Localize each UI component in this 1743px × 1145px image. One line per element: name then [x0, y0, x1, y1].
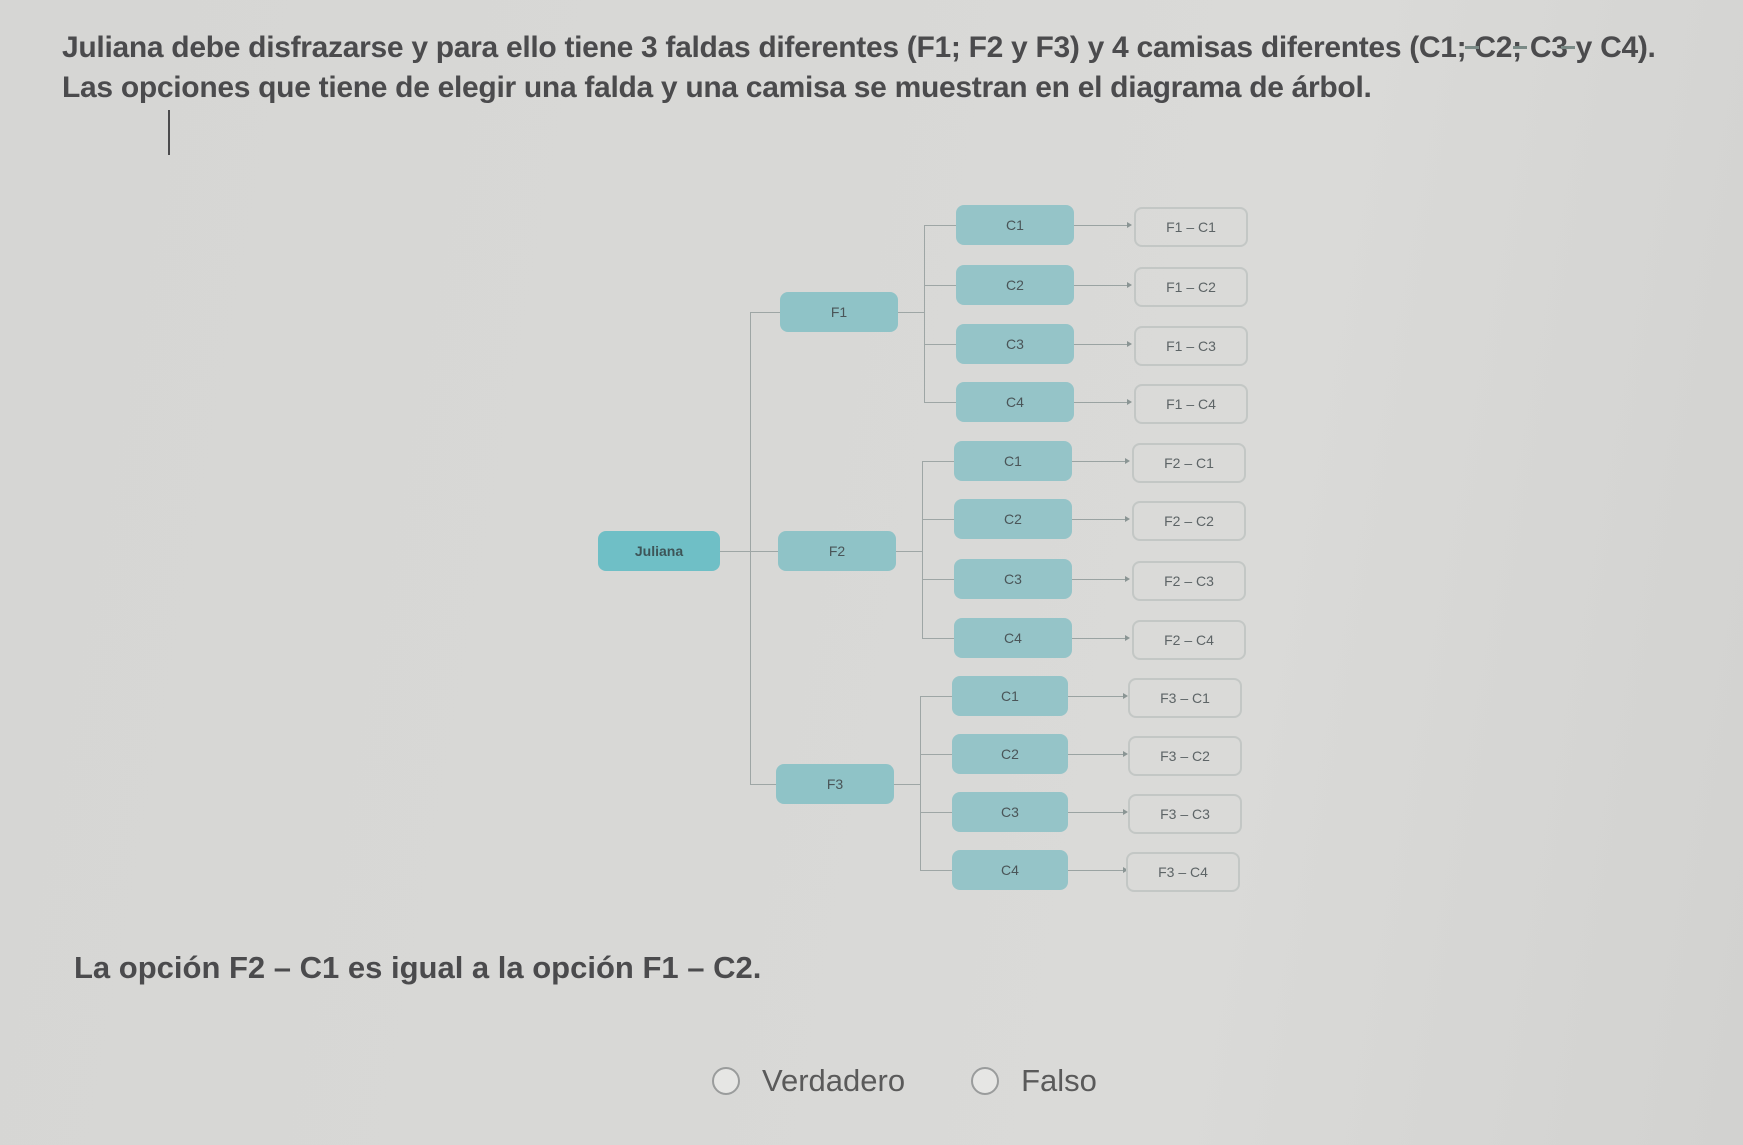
arrow-icon [1074, 399, 1132, 405]
text-cursor [168, 110, 170, 155]
connector [924, 402, 956, 403]
tree-shirt-node: C4 [956, 382, 1074, 422]
tree-result-node: F1 – C4 [1134, 384, 1248, 424]
arrow-icon [1074, 341, 1132, 347]
connector [750, 784, 780, 785]
tree-result-node: F2 – C2 [1132, 501, 1246, 541]
arrow-icon [1068, 751, 1128, 757]
connector [720, 551, 750, 552]
connector [920, 812, 952, 813]
tree-result-node: F3 – C2 [1128, 736, 1242, 776]
question-statement: La opción F2 – C1 es igual a la opción F… [74, 950, 762, 985]
tree-shirt-node: C3 [952, 792, 1068, 832]
arrow-icon [1068, 809, 1128, 815]
arrow-icon [1074, 222, 1132, 228]
tree-shirt-node: C2 [954, 499, 1072, 539]
connector [920, 696, 921, 870]
tree-shirt-node: C1 [954, 441, 1072, 481]
connector [922, 461, 923, 638]
option-verdadero[interactable]: Verdadero [712, 1063, 905, 1099]
radio-button[interactable] [712, 1067, 740, 1095]
answer-options: Verdadero Falso [712, 1063, 1163, 1099]
connector [894, 784, 920, 785]
option-falso[interactable]: Falso [971, 1063, 1097, 1099]
tree-shirt-node: C4 [952, 850, 1068, 890]
tree-skirt-node-f3: F3 [776, 764, 894, 804]
connector [920, 754, 952, 755]
tree-result-node: F2 – C1 [1132, 443, 1246, 483]
connector [750, 551, 780, 552]
connector [924, 285, 956, 286]
arrow-icon [1072, 576, 1130, 582]
connector [922, 461, 954, 462]
tree-result-node: F2 – C3 [1132, 561, 1246, 601]
connector [924, 225, 956, 226]
tree-diagram: Juliana F1 C1 C2 C3 C4 F1 – C1 F1 – C2 F… [598, 205, 1248, 892]
tree-shirt-node: C2 [956, 265, 1074, 305]
arrow-icon [1068, 693, 1128, 699]
connector [750, 312, 751, 784]
tree-result-node: F3 – C1 [1128, 678, 1242, 718]
question-intro: Juliana debe disfrazarse y para ello tie… [62, 31, 1656, 104]
tree-shirt-node: C1 [956, 205, 1074, 245]
connector [920, 696, 952, 697]
tree-result-node: F3 – C3 [1128, 794, 1242, 834]
tree-shirt-node: C1 [952, 676, 1068, 716]
arrow-icon [1068, 867, 1128, 873]
tree-skirt-node-f1: F1 [780, 292, 898, 332]
radio-button[interactable] [971, 1067, 1000, 1095]
tree-shirt-node: C3 [956, 324, 1074, 364]
arrow-icon [1074, 282, 1132, 288]
connector [924, 225, 925, 402]
tree-skirt-node-f2: F2 [778, 531, 896, 571]
connector [922, 638, 954, 639]
option-label: Verdadero [762, 1063, 906, 1098]
connector [922, 579, 954, 580]
connector [896, 551, 922, 552]
tree-shirt-node: C4 [954, 618, 1072, 658]
arrow-icon [1072, 516, 1130, 522]
connector [920, 870, 952, 871]
tree-result-node: F1 – C3 [1134, 326, 1248, 366]
connector [924, 344, 956, 345]
connector [898, 312, 924, 313]
tree-result-node: F2 – C4 [1132, 620, 1246, 660]
tree-result-node: F1 – C2 [1134, 267, 1248, 307]
arrow-icon [1072, 458, 1130, 464]
tree-shirt-node: C2 [952, 734, 1068, 774]
connector [750, 312, 780, 313]
option-label: Falso [1021, 1063, 1097, 1098]
tree-result-node: F1 – C1 [1134, 207, 1248, 247]
tree-shirt-node: C3 [954, 559, 1072, 599]
arrow-icon [1072, 635, 1130, 641]
decorative-dashes [1465, 36, 1609, 54]
connector [922, 519, 954, 520]
tree-result-node: F3 – C4 [1126, 852, 1240, 892]
tree-root-node: Juliana [598, 531, 720, 571]
